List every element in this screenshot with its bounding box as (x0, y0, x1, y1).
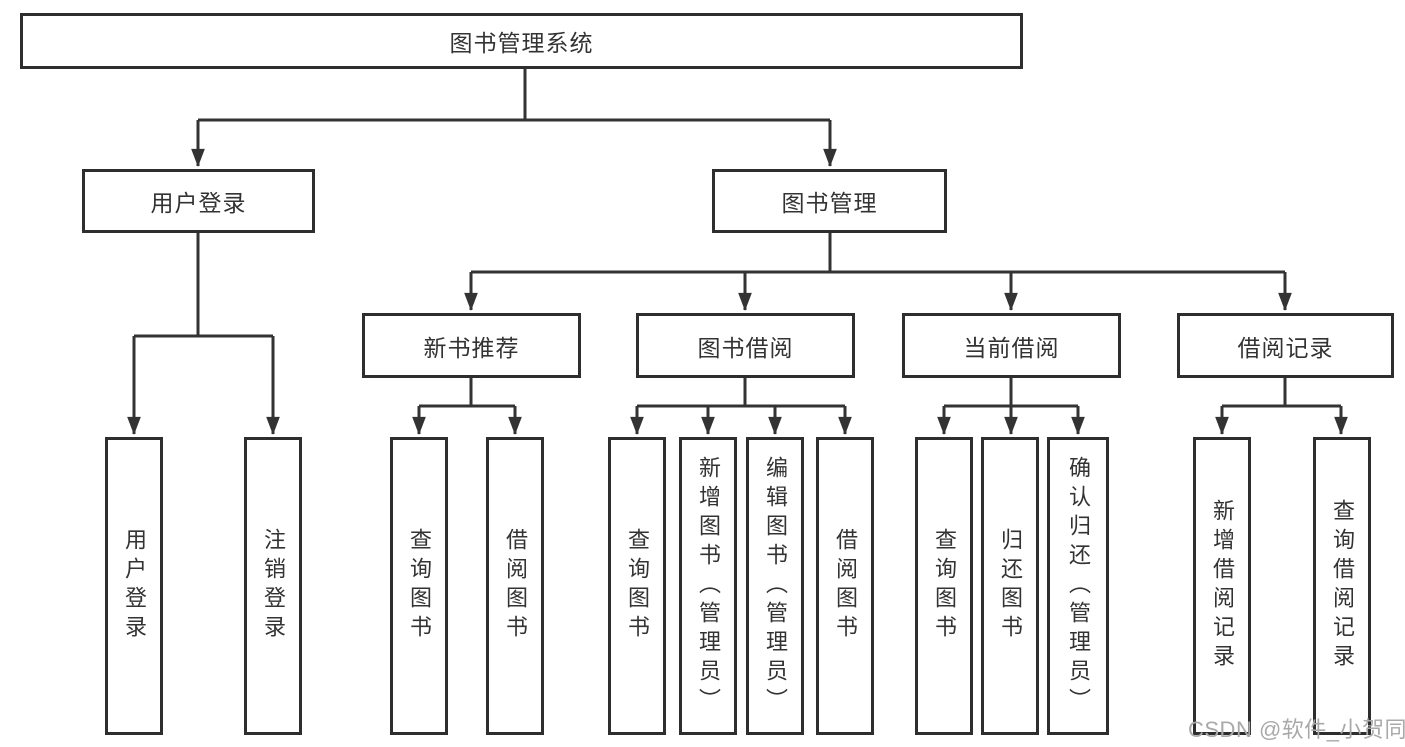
leaf-cb-query-books-label: 查询图书 (932, 528, 957, 644)
leaf-nbr-borrow-books: 借阅图书 (486, 437, 544, 735)
csdn-watermark: CSDN @软件_小贺同学 (1188, 717, 1405, 742)
leaf-user-login: 用户登录 (105, 437, 163, 735)
leaf-cb-return-books: 归还图书 (981, 437, 1039, 735)
node-book-borrowing-label: 图书借阅 (697, 334, 794, 361)
node-root: 图书管理系统 (20, 13, 1023, 69)
leaf-logout-label: 注销登录 (261, 528, 286, 644)
leaf-bb-add-book-admin-label: 新增图书（管理员） (696, 455, 721, 717)
node-new-book-recommendation: 新书推荐 (362, 313, 581, 378)
node-new-book-recommendation-label: 新书推荐 (423, 334, 520, 361)
leaf-cb-confirm-return-admin-label: 确认归还（管理员） (1066, 455, 1091, 717)
leaf-nbr-borrow-books-label: 借阅图书 (503, 528, 528, 644)
node-borrowing-records: 借阅记录 (1177, 313, 1394, 378)
leaf-bb-edit-book-admin-label: 编辑图书（管理员） (763, 455, 788, 717)
leaf-nbr-query-books-label: 查询图书 (407, 528, 432, 644)
leaf-br-query-record: 查询借阅记录 (1313, 437, 1371, 735)
node-user-login: 用户登录 (82, 169, 315, 233)
leaf-br-add-record-label: 新增借阅记录 (1210, 499, 1235, 673)
leaf-bb-borrow-books: 借阅图书 (816, 437, 874, 735)
leaf-br-query-record-label: 查询借阅记录 (1330, 499, 1355, 673)
leaf-nbr-query-books: 查询图书 (390, 437, 448, 735)
leaf-bb-borrow-books-label: 借阅图书 (833, 528, 858, 644)
leaf-bb-query-books: 查询图书 (608, 437, 666, 735)
node-current-borrowing: 当前借阅 (902, 313, 1121, 378)
leaf-cb-confirm-return-admin: 确认归还（管理员） (1047, 437, 1109, 735)
leaf-cb-return-books-label: 归还图书 (998, 528, 1023, 644)
leaf-bb-edit-book-admin: 编辑图书（管理员） (746, 437, 804, 735)
node-current-borrowing-label: 当前借阅 (963, 334, 1060, 361)
leaf-bb-add-book-admin: 新增图书（管理员） (679, 437, 737, 735)
leaf-cb-query-books: 查询图书 (915, 437, 973, 735)
node-book-management: 图书管理 (712, 169, 947, 233)
node-user-login-label: 用户登录 (150, 190, 247, 216)
leaf-user-login-label: 用户登录 (122, 528, 147, 644)
node-book-management-label: 图书管理 (781, 190, 878, 216)
node-root-label: 图书管理系统 (449, 30, 594, 56)
leaf-br-add-record: 新增借阅记录 (1193, 437, 1251, 735)
node-book-borrowing: 图书借阅 (636, 313, 855, 378)
node-borrowing-records-label: 借阅记录 (1237, 334, 1334, 361)
leaf-logout: 注销登录 (244, 437, 302, 735)
leaf-bb-query-books-label: 查询图书 (625, 528, 650, 644)
